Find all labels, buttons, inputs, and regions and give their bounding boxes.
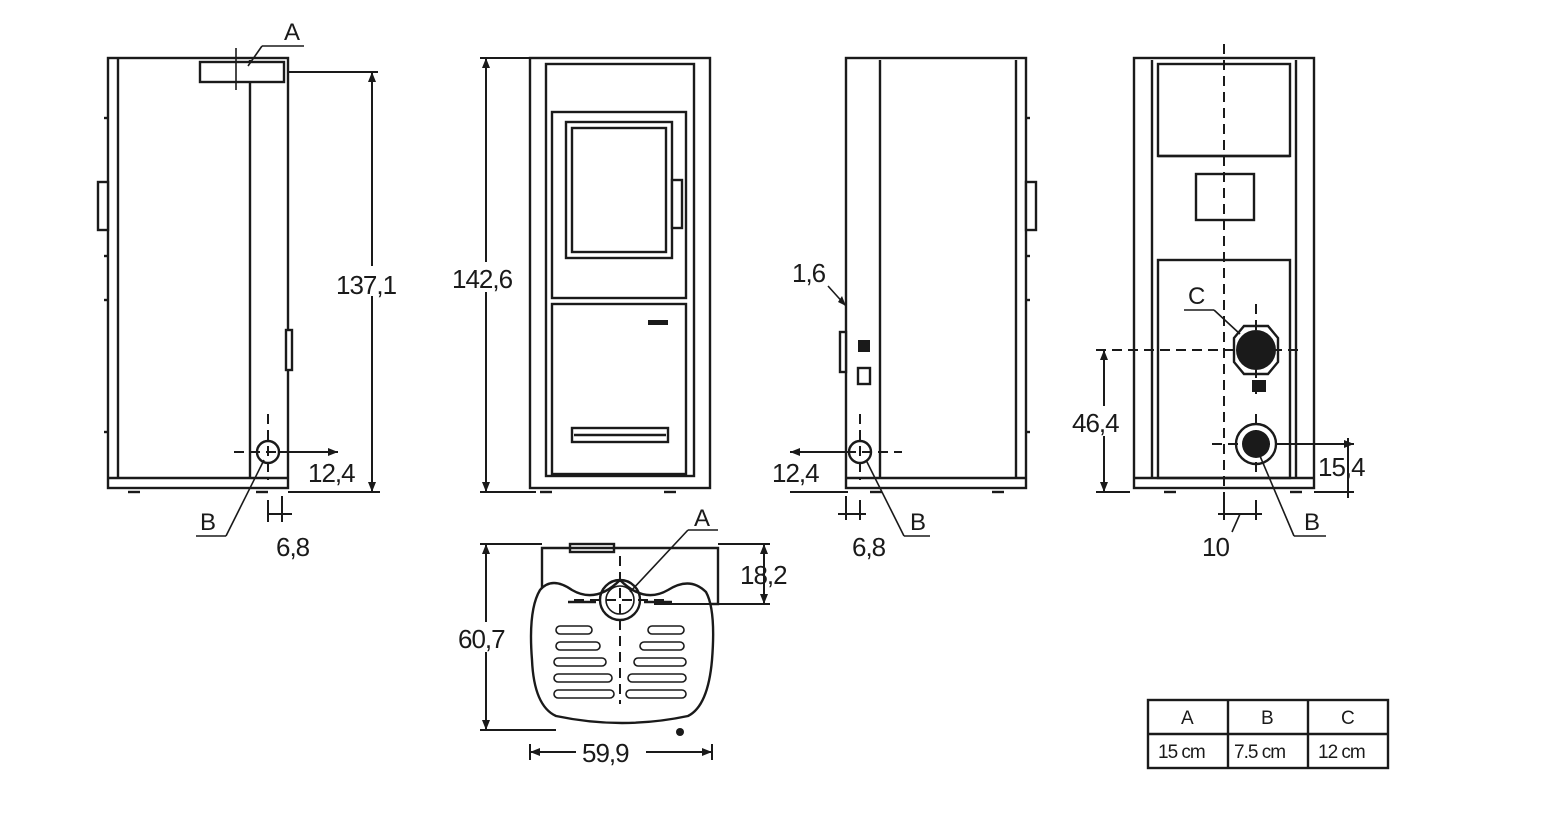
label-b-rear: B	[1304, 509, 1320, 536]
left-height-dimension: 137,1	[336, 270, 397, 300]
top-width-dimension: 59,9	[582, 738, 629, 768]
top-depth-dimension: 60,7	[458, 624, 505, 654]
table-value-a: 15 cm	[1158, 742, 1205, 763]
rear-bottom-dimension: 10	[1202, 532, 1229, 562]
right-offset-dimension: 12,4	[772, 458, 819, 488]
table-header-c: C	[1341, 708, 1354, 729]
left-pipe-dimension: 6,8	[276, 532, 310, 562]
rear-view: 46,4 15,4 10 C B	[1070, 44, 1366, 562]
label-a-side: A	[284, 19, 300, 46]
label-a-top: A	[694, 505, 710, 532]
table-header-b: B	[1261, 708, 1273, 729]
rear-height-dimension: 46,4	[1072, 408, 1119, 438]
right-pipe-dimension: 6,8	[852, 532, 886, 562]
label-c: C	[1188, 283, 1205, 310]
table-value-b: 7.5 cm	[1234, 742, 1285, 763]
top-view: 18,2 60,7 59,9 A	[456, 505, 788, 768]
label-b-left: B	[200, 509, 216, 536]
top-flue-dimension: 18,2	[740, 560, 787, 590]
left-offset-dimension: 12,4	[308, 458, 355, 488]
rear-offset-dimension: 15,4	[1318, 452, 1365, 482]
top-grille	[553, 625, 687, 699]
port-size-table: A B C 15 cm 7.5 cm 12 cm	[1146, 698, 1390, 770]
table-header-a: A	[1181, 708, 1194, 729]
table-value-c: 12 cm	[1318, 742, 1365, 763]
right-top-dimension: 1,6	[792, 258, 826, 288]
label-b-right: B	[910, 509, 926, 536]
right-side-view: 1,6 12,4 6,8 B	[772, 56, 1038, 562]
front-height-dimension: 142,6	[452, 264, 513, 294]
left-side-view: 137,1 12,4 6,8 A B	[96, 19, 410, 562]
front-view: 142,6	[450, 56, 712, 494]
